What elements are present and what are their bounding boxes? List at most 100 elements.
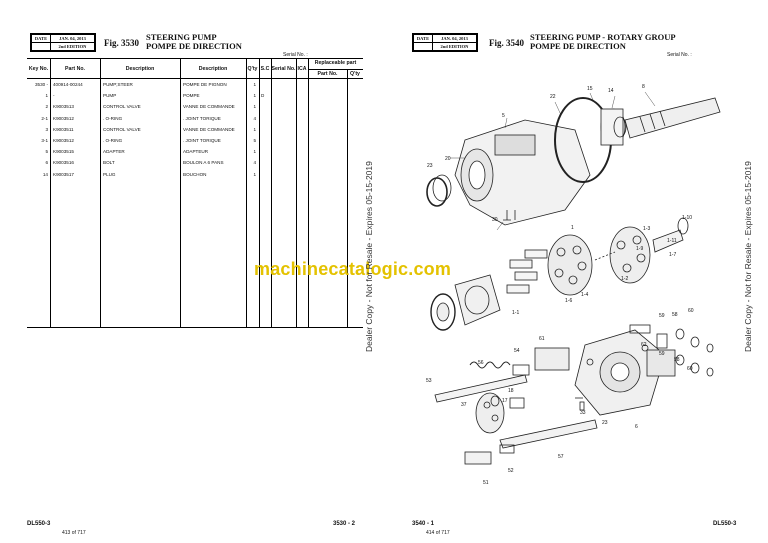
left-date-box: DATE JAN. 04, 2013 2nd EDITION (30, 33, 96, 52)
col-part: Part No. (65, 66, 85, 72)
cell-qty: 4 (253, 160, 256, 166)
callout-label: 37 (461, 402, 467, 408)
cell-key: 2-1 (41, 115, 48, 121)
cell-part: K9003511 (53, 126, 74, 132)
cell-desc-en: CONTROL VALVE (103, 126, 141, 132)
cell-desc-fr: BOULON A 6 PANS (183, 160, 224, 166)
callout-label: 59 (659, 351, 665, 357)
callout-label: 59 (659, 313, 665, 319)
callout-label: 1-11 (667, 238, 677, 244)
callout-label: 61 (539, 336, 545, 342)
callout-label: 8 (642, 84, 645, 90)
cylinder-barrel (547, 234, 593, 296)
callout-label: 20 (445, 156, 451, 162)
callout-label: 1-7 (669, 252, 677, 258)
cell-sc: D (261, 93, 265, 99)
callout-label: 1-9 (636, 246, 644, 252)
serial-label: Serial No. : (283, 52, 308, 58)
callout-label: 17 (502, 398, 508, 404)
callout-label: 15 (587, 86, 593, 92)
title-fr: POMPE DE DIRECTION (146, 41, 242, 51)
page-title: STEERING PUMP POMPE DE DIRECTION (146, 33, 242, 51)
edition-label-right: 2nd EDITION (432, 42, 477, 51)
cell-part: K9003512 (53, 138, 74, 143)
callout-label: 1-1 (512, 310, 520, 316)
cell-key: 3-1 (41, 138, 48, 143)
col-serial: Serial No. (271, 66, 296, 72)
footer-page-no-left: 3530 - 2 (333, 521, 356, 527)
callout-label: 22 (550, 94, 556, 100)
cell-part: - (53, 93, 55, 99)
callout-label: 58 (674, 357, 680, 363)
cell-qty: 1 (253, 126, 256, 132)
title-en: STEERING PUMP (146, 32, 217, 42)
date-label-right: DATE (413, 34, 433, 43)
callout-label: 14 (608, 88, 614, 94)
cell-desc-en: ADAPTER (103, 149, 125, 155)
cell-desc-en: . O-RING (103, 138, 123, 143)
cell-key: 5 (45, 149, 48, 155)
callout-label: 1-10 (682, 215, 693, 221)
side-text-right: Dealer Copy - Not for Resale - Expires 0… (743, 161, 753, 352)
cell-key: 2 (45, 104, 48, 110)
side-text-center: Dealer Copy - Not for Resale - Expires 0… (364, 161, 374, 352)
watermark: machinecatalogic.com (254, 259, 452, 279)
cell-qty: 1 (253, 93, 256, 99)
cell-desc-fr: . JOINT TORIQUE (183, 138, 221, 143)
col-key: Key No. (28, 66, 49, 72)
page-title-right: STEERING PUMP - ROTARY GROUP POMPE DE DI… (530, 33, 676, 51)
cell-desc-en: . O-RING (103, 115, 123, 121)
cell-desc-en: PUMP;STEER (103, 82, 133, 87)
cell-desc-en: PLUG (103, 171, 116, 177)
table-row: 3-1 K9003512 . O-RING . JOINT TORIQUE 5 (27, 138, 363, 148)
cell-key: 6 (45, 160, 48, 166)
cell-desc-fr: POMPE DE PIGNON (183, 82, 227, 87)
callout-label: 54 (514, 348, 520, 354)
cell-desc-en: CONTROL VALVE (103, 104, 141, 110)
footer-model-left: DL550-3 (27, 521, 51, 527)
col-replaceable: Replaceable part (314, 60, 357, 66)
control-valve (646, 349, 676, 377)
callout-label: 5 (502, 113, 505, 119)
right-date-box: DATE JAN. 04, 2013 2nd EDITION (412, 33, 478, 52)
callout-label: 1-3 (643, 226, 651, 232)
cell-desc-fr: POMPE (183, 93, 200, 99)
cell-qty: 5 (253, 138, 256, 143)
footer-page-no-right: 3540 - 1 (412, 521, 435, 527)
col-sc: S.C (260, 66, 270, 72)
cell-qty: 1 (253, 149, 256, 155)
callout-label: 58 (672, 312, 678, 318)
figure-number-right: Fig. 3540 (489, 38, 524, 48)
swash-plate (454, 274, 501, 326)
cell-part: 400914-00244 (53, 82, 83, 87)
cell-key: 1 (45, 93, 48, 99)
callout-label: 60 (687, 366, 693, 372)
callout-label: 56 (478, 360, 484, 366)
figure-number: Fig. 3530 (104, 38, 139, 48)
title-fr-right: POMPE DE DIRECTION (530, 41, 626, 51)
cell-qty: 1 (253, 82, 256, 87)
callout-label: 53 (426, 378, 432, 384)
cell-part: K9003517 (53, 171, 74, 177)
cell-desc-en: BOLT (103, 160, 115, 166)
callout-label: 1-2 (621, 276, 629, 282)
cell-part: K9003513 (53, 104, 74, 110)
date-value-right: JAN. 04, 2013 (432, 34, 477, 43)
long-pin (499, 419, 598, 449)
col-desc-fr: Description (198, 66, 228, 72)
footer-model-right: DL550-3 (713, 521, 737, 527)
edition-label: 2nd EDITION (50, 42, 95, 51)
date-value: JAN. 04, 2013 (50, 34, 95, 43)
callout-label: 23 (427, 163, 433, 169)
cell-key: 3530 - (34, 82, 48, 87)
cell-desc-fr: BOUCHON (183, 171, 207, 177)
col-ica: ICA (297, 66, 307, 72)
callout-label: 60 (688, 308, 694, 314)
callout-label: 30 (492, 217, 498, 223)
cell-part: K9003512 (53, 115, 74, 121)
